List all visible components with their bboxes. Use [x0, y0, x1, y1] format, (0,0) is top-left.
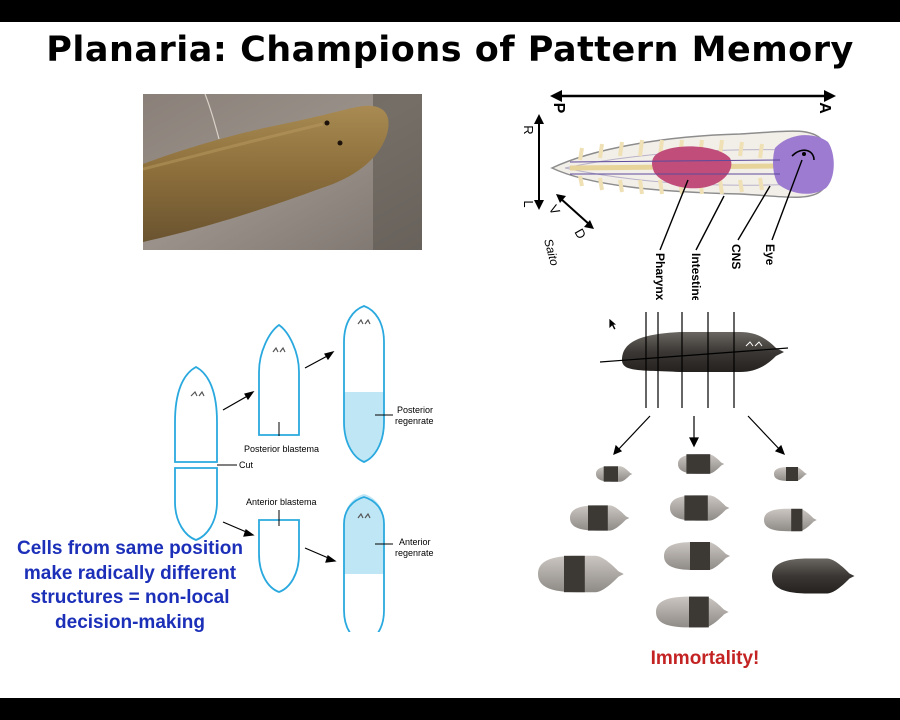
planarian-anatomy-diagram: P A R L V D Saito — [521, 90, 836, 300]
fragment-arrows — [613, 415, 786, 456]
midline-cut — [599, 347, 789, 363]
anterior-regenerate-label-line1: Anterior — [399, 537, 431, 547]
axis-label-l: L — [521, 200, 536, 207]
slide: Planaria: Champions of Pattern Memory — [0, 22, 900, 698]
planarian-photo — [143, 94, 422, 250]
posterior-regenerate-label-line1: Posterior — [397, 405, 433, 415]
axis-label-a: A — [816, 102, 833, 114]
slide-caption: Cells from same position make radically … — [17, 538, 243, 633]
axis-label-v: V — [546, 202, 563, 217]
illustrator-signature: Saito — [541, 237, 562, 267]
anterior-blastema-fragment — [258, 519, 300, 593]
worm-bottom-half — [174, 467, 218, 541]
fragment — [774, 467, 807, 481]
fragment — [570, 505, 630, 531]
cns-head — [773, 135, 834, 194]
fragment — [664, 542, 730, 570]
eye — [802, 152, 806, 156]
anterior-blastema-label: Anterior blastema — [246, 497, 317, 507]
axis-label-p: P — [550, 103, 567, 114]
fragment — [538, 555, 624, 593]
slide-title: Planaria: Champions of Pattern Memory — [46, 30, 854, 70]
flow-arrows — [222, 351, 337, 563]
dv-axis-arrow — [556, 194, 594, 229]
fragment — [764, 508, 817, 532]
posterior-blastema-label: Posterior blastema — [244, 444, 319, 454]
label-intestine: Intestine — [689, 253, 703, 300]
fragment — [596, 466, 633, 482]
fragment — [670, 495, 730, 521]
ap-axis-arrow — [550, 90, 836, 102]
label-eye: Eye — [763, 244, 777, 266]
mouse-cursor-icon — [608, 317, 618, 331]
axis-label-d: D — [572, 226, 590, 242]
axis-label-r: R — [521, 125, 536, 134]
fragment — [656, 596, 729, 628]
cut-label: Cut — [239, 460, 254, 470]
posterior-regenerate-label-line2: regenrate — [395, 416, 434, 426]
eye-marks — [190, 318, 371, 519]
fragment — [678, 454, 725, 474]
anterior-regenerate-label-line2: regenrate — [395, 548, 434, 558]
posterior-blastema-fragment — [258, 323, 300, 436]
pharynx — [652, 146, 732, 189]
label-cns: CNS — [729, 244, 743, 269]
label-pharynx: Pharynx — [653, 253, 667, 300]
immortality-tagline: Immortality! — [650, 648, 760, 669]
intact-planarian — [622, 332, 784, 372]
fragment — [772, 558, 855, 594]
regeneration-diagram: Cut Posterior blastema Anterior blastema… — [174, 305, 434, 632]
fragment-regeneration-diagram — [538, 312, 855, 628]
worm-top-half — [174, 365, 218, 463]
posterior-regenerate-worm — [343, 305, 385, 463]
rl-axis-arrow — [534, 114, 544, 210]
transverse-cuts — [645, 312, 735, 408]
anterior-regenerate-worm — [343, 494, 385, 632]
